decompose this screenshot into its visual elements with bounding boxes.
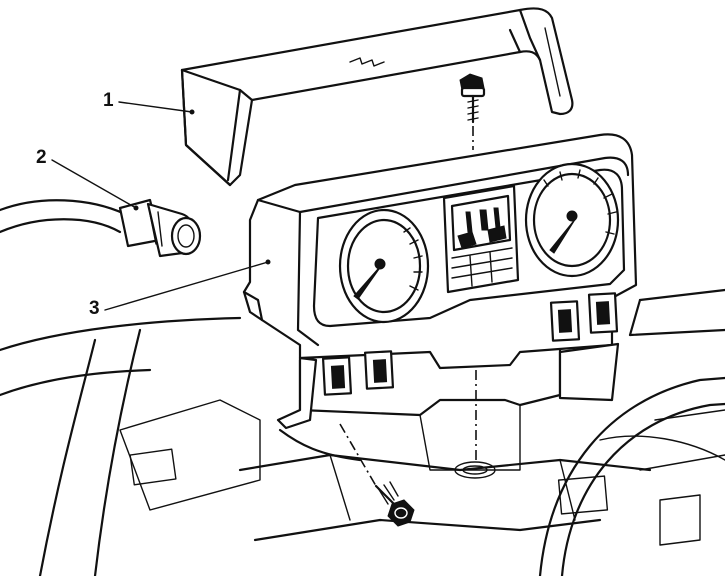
leader-dot-1: [189, 109, 195, 115]
callout-label-2: 2: [36, 147, 47, 168]
leader-line-2: [51, 159, 137, 209]
dashboard-background: [0, 288, 725, 578]
instrument-cluster: [242, 133, 638, 430]
leader-dot-3: [265, 259, 271, 265]
upper-mounting-screw: [459, 73, 486, 150]
leader-line-3: [104, 261, 269, 311]
callout-label-1: 1: [103, 90, 114, 111]
leader-dot-2: [133, 205, 139, 211]
lower-mounting-screw: [339, 370, 477, 527]
instrument-hood-cover: [180, 7, 574, 187]
callout-leaders: [51, 101, 271, 311]
callout-label-3: 3: [89, 298, 100, 319]
leader-line-1: [118, 101, 193, 113]
speedometer-cable: [0, 198, 202, 258]
